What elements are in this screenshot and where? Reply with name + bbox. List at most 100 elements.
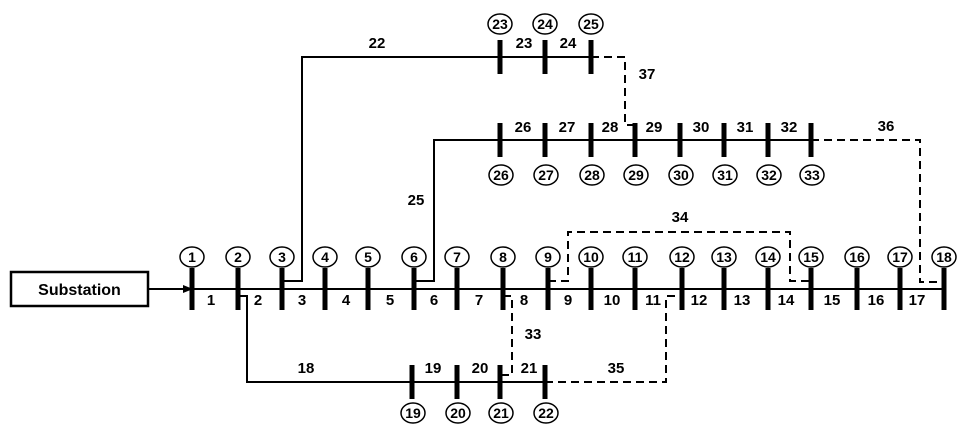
bus-node-number: 30 xyxy=(673,167,689,183)
bus-node-number: 10 xyxy=(583,249,599,265)
bus-node-27: 27 xyxy=(533,164,559,186)
bus-node-number: 7 xyxy=(453,249,461,265)
bus-node-26: 26 xyxy=(488,164,514,186)
bus-node-2: 2 xyxy=(225,246,251,268)
branch-label-4: 4 xyxy=(342,292,351,309)
bus-node-circle xyxy=(669,246,695,268)
bus-node-number: 5 xyxy=(364,249,372,265)
bus-node-circle xyxy=(179,246,205,268)
bus-node-circle xyxy=(798,246,824,268)
bus-node-number: 20 xyxy=(450,405,466,421)
bus-node-20: 20 xyxy=(445,402,471,424)
bus-node-number: 21 xyxy=(493,405,509,421)
bus-node-number: 26 xyxy=(493,167,509,183)
bus-node-number: 24 xyxy=(537,16,553,32)
bus-node-circle xyxy=(844,246,870,268)
branch-label-1: 1 xyxy=(207,292,215,309)
tie-line-33 xyxy=(500,295,513,376)
branch-label-12: 12 xyxy=(691,292,708,309)
bus-node-circle xyxy=(533,164,559,186)
tie-line-35 xyxy=(545,295,682,383)
branch-label-2: 2 xyxy=(254,292,262,309)
branch-label-9: 9 xyxy=(564,292,572,309)
bus-node-10: 10 xyxy=(578,246,604,268)
bus-node-number: 33 xyxy=(804,167,820,183)
bus-node-18: 18 xyxy=(931,246,957,268)
bus-node-17: 17 xyxy=(887,246,913,268)
branch-label-10: 10 xyxy=(604,292,621,309)
bus-node-circle xyxy=(668,164,694,186)
bus-node-1: 1 xyxy=(179,246,205,268)
bus-node-circle xyxy=(400,402,426,424)
bus-node-4: 4 xyxy=(312,246,338,268)
bus-node-15: 15 xyxy=(798,246,824,268)
branch-label-29: 29 xyxy=(646,119,663,136)
bus-node-number: 16 xyxy=(849,249,865,265)
bus-node-circle xyxy=(623,164,649,186)
branch-label-19: 19 xyxy=(425,360,442,377)
bus-node-number: 8 xyxy=(499,249,507,265)
bus-node-circle xyxy=(931,246,957,268)
bus-node-circle xyxy=(578,246,604,268)
bus-node-circle xyxy=(578,13,604,35)
bus-node-number: 19 xyxy=(405,405,421,421)
tie-branch-label-36: 36 xyxy=(878,118,895,135)
bus-node-32: 32 xyxy=(756,164,782,186)
bus-node-number: 14 xyxy=(760,249,776,265)
bus-node-3: 3 xyxy=(269,246,295,268)
bus-node-number: 13 xyxy=(716,249,732,265)
bus-node-circle xyxy=(444,246,470,268)
branch-label-23: 23 xyxy=(516,35,533,52)
bus-node-number: 17 xyxy=(892,249,908,265)
bus-node-circle xyxy=(712,164,738,186)
bus-node-circle xyxy=(622,246,648,268)
branch-label-17: 17 xyxy=(909,292,926,309)
branch-label-7: 7 xyxy=(475,292,483,309)
bus-bars xyxy=(189,40,947,399)
bus-node-5: 5 xyxy=(355,246,381,268)
bus-node-23: 23 xyxy=(487,13,513,35)
branch-label-3: 3 xyxy=(298,292,306,309)
bus-node-number: 2 xyxy=(234,249,242,265)
bus-node-circle xyxy=(490,246,516,268)
bus-node-7: 7 xyxy=(444,246,470,268)
bus-node-circle xyxy=(579,164,605,186)
branch-label-32: 32 xyxy=(781,119,798,136)
branch-label-11: 11 xyxy=(645,292,661,309)
bus-node-number: 28 xyxy=(584,167,600,183)
bus-node-33: 33 xyxy=(799,164,825,186)
bus-node-circle xyxy=(799,164,825,186)
bus-node-25: 25 xyxy=(578,13,604,35)
lateral-line-2-19 xyxy=(238,295,412,383)
branch-label-27: 27 xyxy=(559,119,576,136)
bus-node-11: 11 xyxy=(622,246,648,268)
bus-node-number: 9 xyxy=(544,249,552,265)
bus-node-number: 6 xyxy=(410,249,418,265)
substation-label: Substation xyxy=(38,282,121,299)
bus-node-28: 28 xyxy=(579,164,605,186)
substation: Substation xyxy=(9,270,193,308)
lateral-line-3-23 xyxy=(282,56,500,282)
tie-branch-label-33: 33 xyxy=(525,326,542,343)
bus-node-number: 25 xyxy=(583,16,599,32)
branch-label-31: 31 xyxy=(737,119,754,136)
tie-line-37 xyxy=(591,56,635,126)
bus-node-number: 22 xyxy=(538,405,554,421)
tie-line-36 xyxy=(811,139,944,283)
bus-node-8: 8 xyxy=(490,246,516,268)
bus-node-16: 16 xyxy=(844,246,870,268)
branch-label-14: 14 xyxy=(778,292,795,309)
bus-node-9: 9 xyxy=(535,246,561,268)
bus-node-number: 23 xyxy=(492,16,508,32)
branch-label-5: 5 xyxy=(386,292,394,309)
bus-node-circle xyxy=(711,246,737,268)
branch-label-20: 20 xyxy=(472,360,489,377)
bus-node-number: 11 xyxy=(628,249,643,265)
bus-node-number: 3 xyxy=(278,249,286,265)
bus-node-circle xyxy=(533,402,559,424)
bus-node-29: 29 xyxy=(623,164,649,186)
branch-label-28: 28 xyxy=(602,119,619,136)
